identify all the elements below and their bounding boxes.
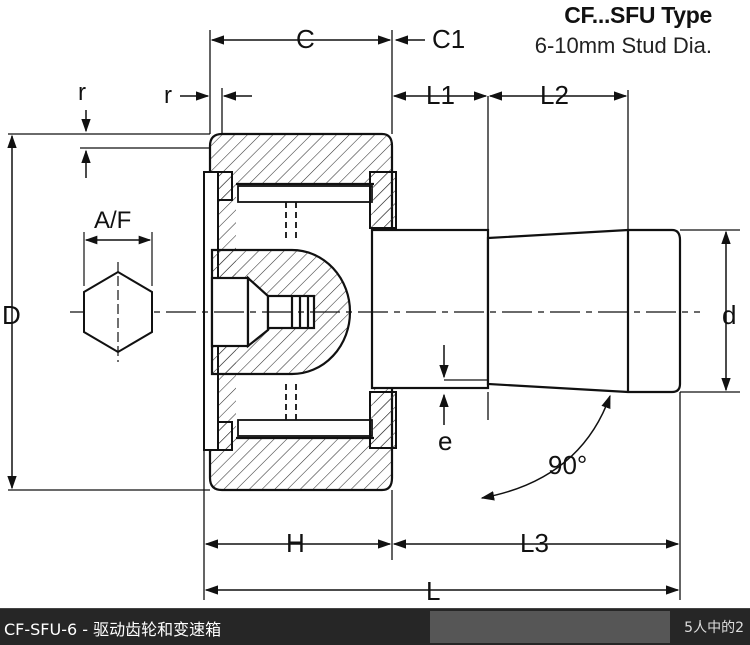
product-title: CF...SFU Type [564,2,712,28]
drawing-frame: C C1 r r L1 L2 A/F D d e 90° H L3 L CF..… [0,0,750,608]
seals [203,171,397,451]
hex-view [83,232,153,362]
label-r-side: r [164,82,172,109]
caption-bar: CF-SFU-6 - 驱动齿轮和变速箱 5人中的2 [0,608,750,645]
label-c1: C1 [432,24,465,54]
label-af: A/F [94,207,131,234]
title-block: CF...SFU Type 6-10mm Stud Dia. [534,2,713,59]
label-d-outer: D [2,300,21,330]
label-angle: 90° [548,450,587,480]
label-l3: L3 [520,528,549,558]
label-d-stud: d [722,300,736,330]
thumbnail-strip[interactable] [430,611,670,643]
label-l2: L2 [540,80,569,110]
label-c: C [296,24,315,54]
cam-follower-drawing: C C1 r r L1 L2 A/F D d e 90° H L3 L [2,24,740,606]
label-h: H [286,528,305,558]
needle-rollers [237,185,373,437]
label-l1: L1 [426,80,455,110]
label-r-top: r [78,79,86,106]
stud-shaft [370,228,682,394]
dimension-lines [7,35,731,595]
label-e: e [438,426,452,456]
label-l: L [426,576,440,606]
product-subtitle: 6-10mm Stud Dia. [534,33,712,58]
image-caption: CF-SFU-6 - 驱动齿轮和变速箱 [4,620,222,639]
image-counter: 5人中的2 [684,620,744,636]
